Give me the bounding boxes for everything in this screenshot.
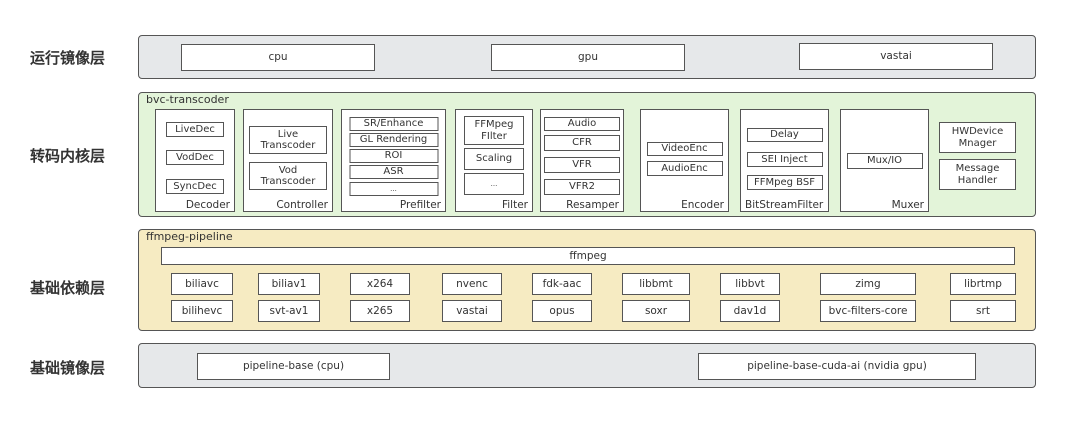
dependency-box: libbvt — [720, 273, 780, 295]
message-handler-box: Message Handler — [939, 159, 1016, 190]
muxer-module: Mux/IO Muxer — [840, 109, 929, 212]
prefilter-item: ASR — [349, 165, 438, 179]
controller-item: Vod Transcoder — [249, 162, 327, 190]
prefilter-item: GL Rendering — [349, 133, 438, 147]
dependency-box: bilihevc — [171, 300, 233, 322]
runtime-vastai-box: vastai — [799, 43, 993, 70]
transcoder-layer-panel: bvc-transcoder LiveDec VodDec SyncDec De… — [138, 92, 1036, 217]
base-cpu-box: pipeline-base (cpu) — [197, 353, 390, 380]
filter-module: FFMpeg FIlter Scaling ... Filter — [455, 109, 533, 212]
controller-item: Live Transcoder — [249, 126, 327, 154]
base-cuda-box: pipeline-base-cuda-ai (nvidia gpu) — [698, 353, 976, 380]
resamper-item: Audio — [544, 117, 620, 131]
dependency-box: opus — [532, 300, 592, 322]
decoder-label: Decoder — [185, 199, 230, 211]
prefilter-item: SR/Enhance — [349, 117, 438, 131]
encoder-label: Encoder — [681, 199, 724, 211]
controller-module: Live Transcoder Vod Transcoder Controlle… — [243, 109, 333, 212]
dependency-box: nvenc — [442, 273, 502, 295]
prefilter-module: SR/Enhance GL Rendering ROI ASR ... Pref… — [341, 109, 446, 212]
muxer-item: Mux/IO — [846, 153, 923, 169]
dependency-box: vastai — [442, 300, 502, 322]
runtime-layer-label: 运行镜像层 — [30, 49, 106, 67]
dependency-box: biliavc — [171, 273, 233, 295]
deps-panel-title: ffmpeg-pipeline — [146, 230, 233, 243]
dependency-box: x264 — [350, 273, 410, 295]
muxer-label: Muxer — [891, 199, 924, 211]
dependency-box: librtmp — [950, 273, 1016, 295]
bsf-item: Delay — [746, 128, 823, 142]
dependency-box: dav1d — [720, 300, 780, 322]
transcoder-layer-label: 转码内核层 — [30, 147, 106, 165]
dependency-box: fdk-aac — [532, 273, 592, 295]
encoder-item: VideoEnc — [646, 142, 723, 156]
dependency-box: soxr — [622, 300, 690, 322]
bitstreamfilter-module: Delay SEI Inject FFMpeg BSF BitStreamFil… — [740, 109, 829, 212]
dependency-box: svt-av1 — [258, 300, 320, 322]
dependency-box: libbmt — [622, 273, 690, 295]
resamper-item: VFR — [544, 157, 620, 173]
ffmpeg-box: ffmpeg — [161, 247, 1015, 265]
encoder-item: AudioEnc — [646, 161, 723, 176]
decoder-item: VodDec — [166, 150, 224, 165]
resamper-module: Audio CFR VFR VFR2 Resamper — [540, 109, 624, 212]
controller-label: Controller — [276, 199, 328, 211]
dependency-box: biliav1 — [258, 273, 320, 295]
deps-layer-label: 基础依赖层 — [30, 279, 106, 297]
filter-item: ... — [464, 173, 524, 195]
filter-item: Scaling — [464, 148, 524, 170]
bsf-item: SEI Inject — [746, 152, 823, 167]
deps-layer-panel: ffmpeg-pipeline ffmpeg biliavc biliav1 x26… — [138, 229, 1036, 331]
dependency-box: bvc-filters-core — [820, 300, 916, 322]
transcoder-panel-title: bvc-transcoder — [146, 93, 229, 106]
prefilter-item: ROI — [349, 149, 438, 163]
bsf-item: FFMpeg BSF — [746, 175, 823, 190]
dependency-box: zimg — [820, 273, 916, 295]
dependency-box: srt — [950, 300, 1016, 322]
decoder-item: SyncDec — [166, 179, 224, 194]
filter-label: Filter — [501, 199, 528, 211]
decoder-module: LiveDec VodDec SyncDec Decoder — [155, 109, 235, 212]
base-layer-label: 基础镜像层 — [30, 359, 106, 377]
hwdevice-manager-box: HWDevice Mnager — [939, 122, 1016, 153]
encoder-module: VideoEnc AudioEnc Encoder — [640, 109, 729, 212]
runtime-layer-panel: cpu gpu vastai — [138, 35, 1036, 79]
runtime-cpu-box: cpu — [181, 44, 375, 71]
resamper-item: CFR — [544, 135, 620, 151]
filter-item: FFMpeg FIlter — [464, 116, 524, 145]
resamper-item: VFR2 — [544, 179, 620, 195]
dependency-box: x265 — [350, 300, 410, 322]
prefilter-label: Prefilter — [399, 199, 441, 211]
resamper-label: Resamper — [566, 199, 619, 211]
runtime-gpu-box: gpu — [491, 44, 685, 71]
prefilter-item: ... — [349, 182, 438, 196]
bsf-label: BitStreamFilter — [745, 199, 824, 211]
base-layer-panel: pipeline-base (cpu) pipeline-base-cuda-a… — [138, 343, 1036, 388]
decoder-item: LiveDec — [166, 122, 224, 137]
